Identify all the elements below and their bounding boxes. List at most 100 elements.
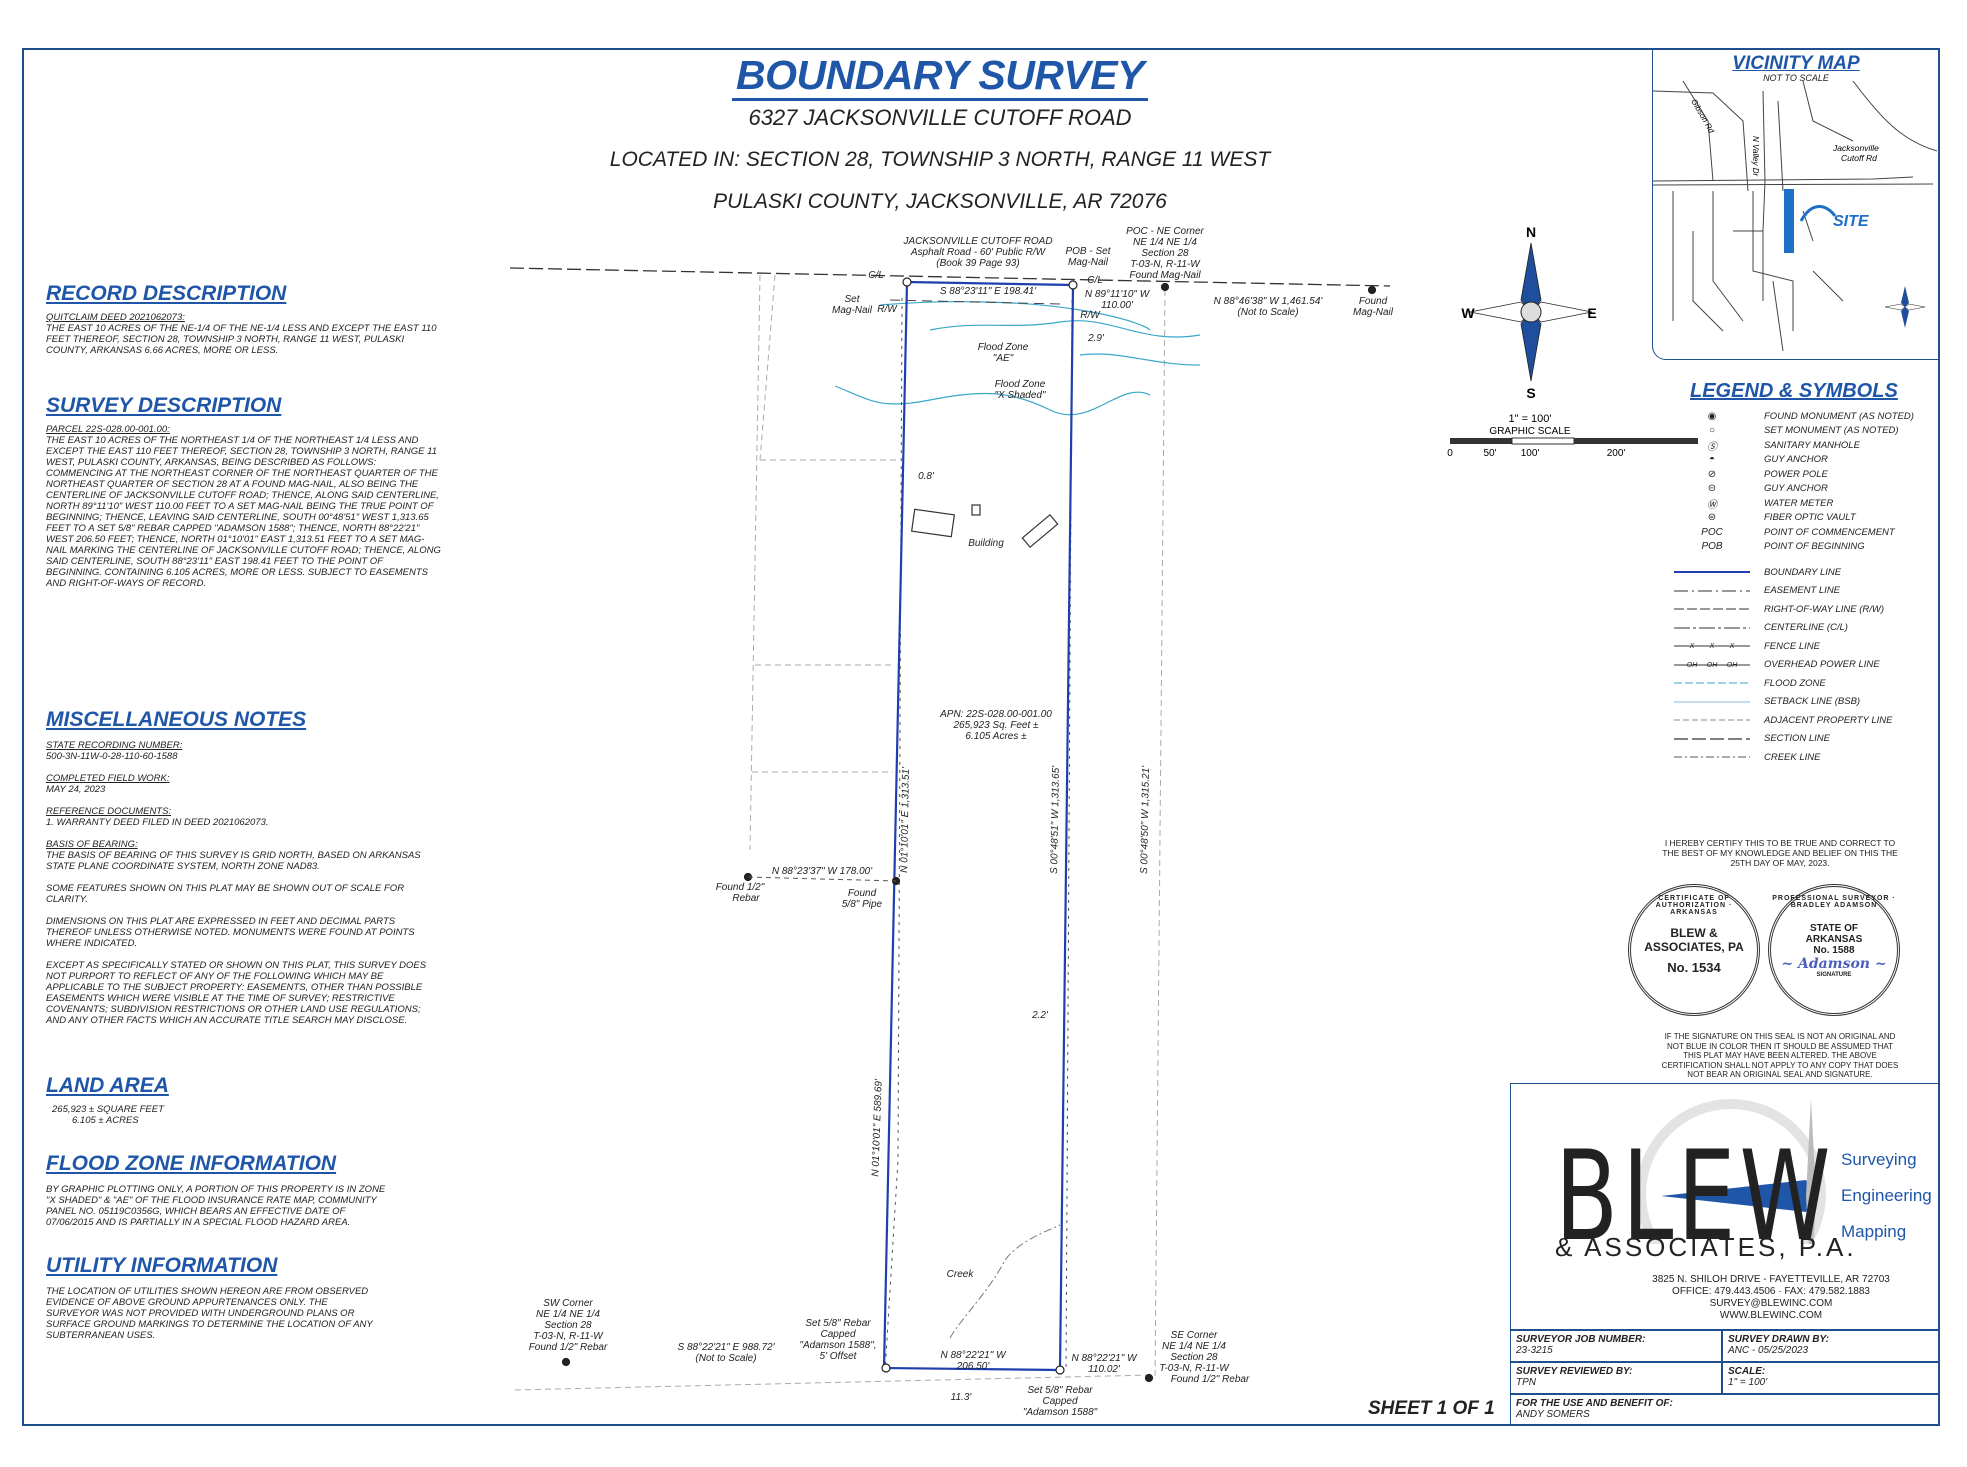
legend-item-label: POINT OF COMMENCEMENT <box>1764 526 1895 538</box>
legend-line-sample <box>1674 701 1750 702</box>
jax-label2: Cutoff Rd <box>1841 153 1877 163</box>
vicinity-subtitle: NOT TO SCALE <box>1763 73 1829 83</box>
legend-line-item: xxxFENCE LINE <box>1672 639 1820 653</box>
record-text: THE EAST 10 ACRES OF THE NE-1/4 OF THE N… <box>46 323 437 356</box>
surveyor-seal: PROFESSIONAL SURVEYOR · BRADLEY ADAMSON … <box>1768 884 1900 1016</box>
land-sqft: 265,923 ± SQUARE FEET <box>52 1104 164 1115</box>
legend-line-item: ADJACENT PROPERTY LINE <box>1672 713 1892 727</box>
sw-label1: SW Corner <box>543 1298 593 1309</box>
sheet-number: SHEET 1 OF 1 <box>1368 1398 1495 1419</box>
sw-label5: Found 1/2" Rebar <box>529 1342 608 1353</box>
drawn-by-label: SURVEY DRAWN BY: <box>1728 1334 1829 1345</box>
legend-item: ○SET MONUMENT (AS NOTED) <box>1672 424 1899 438</box>
scale-tick-0: 0 <box>1447 448 1453 459</box>
legend-line-sample <box>1674 756 1750 758</box>
flood-heading: FLOOD ZONE INFORMATION <box>46 1152 337 1175</box>
n88-22-dist: 110.02' <box>1088 1364 1121 1375</box>
bearing-label: BASIS OF BEARING: <box>46 839 138 850</box>
dist-0-8: 0.8' <box>918 471 935 482</box>
legend-line-label: ADJACENT PROPERTY LINE <box>1764 714 1893 726</box>
legend-symbol-icon: Ⓢ <box>1707 441 1717 453</box>
road-book: (Book 39 Page 93) <box>936 258 1019 269</box>
job-number-cell: SURVEYOR JOB NUMBER: 23-3215 <box>1510 1330 1722 1362</box>
scale-ratio: 1" = 100' <box>1508 413 1551 425</box>
seal2-signature-label: SIGNATURE <box>1816 971 1852 978</box>
not-scale-north: (Not to Scale) <box>1237 307 1298 318</box>
poc-label2: NE 1/4 NE 1/4 <box>1133 237 1197 248</box>
road-centerline <box>509 267 1391 287</box>
dist-11-3: 11.3' <box>951 1392 973 1403</box>
legend-line-item: BOUNDARY LINE <box>1672 565 1841 579</box>
poc-label3: Section 28 <box>1141 248 1189 259</box>
legend-line-sample <box>1674 719 1750 721</box>
legend-symbol-icon: ◉ <box>1707 410 1717 422</box>
set-rebar-se-label1: Set 5/8" Rebar <box>1027 1385 1093 1396</box>
poc-label4: T-03-N, R-11-W <box>1130 259 1201 270</box>
page-title: BOUNDARY SURVEY <box>600 52 1280 101</box>
seal2-line1: STATE OF <box>1810 922 1858 934</box>
svg-text:OH: OH <box>1707 662 1718 669</box>
firm-logo: BLEW <box>1555 1124 1835 1269</box>
note-except: EXCEPT AS SPECIFICALLY STATED OR SHOWN O… <box>46 960 427 1026</box>
legend-line-label: CENTERLINE (C/L) <box>1764 622 1848 633</box>
certification-text: I HEREBY CERTIFY THIS TO BE TRUE AND COR… <box>1662 838 1898 868</box>
seal-signature-icon: ~ Adamson ~ <box>1781 955 1887 972</box>
legend-line-label: RIGHT-OF-WAY LINE (R/W) <box>1764 603 1884 615</box>
legend-line-label: SETBACK LINE (BSB) <box>1764 696 1861 707</box>
south-bearing: N 88°22'21" W <box>940 1350 1007 1361</box>
svg-text:x: x <box>1689 643 1695 650</box>
north-bearing: S 88°23'11" E 198.41' <box>940 286 1037 297</box>
legend-item-label: GUY ANCHOR <box>1764 454 1828 465</box>
compass-logo-icon <box>1636 1099 1826 1244</box>
scale-cell: SCALE: 1" = 100' <box>1722 1362 1940 1394</box>
survey-heading: SURVEY DESCRIPTION <box>46 394 282 417</box>
east-label: E <box>1587 305 1596 321</box>
benefit-cell: FOR THE USE AND BENEFIT OF: ANDY SOMERS <box>1510 1394 1940 1426</box>
legend-item-label: SET MONUMENT (AS NOTED) <box>1764 425 1899 436</box>
legend-symbol-icon: POB <box>1701 541 1723 552</box>
legend-item: ◉FOUND MONUMENT (AS NOTED) <box>1672 409 1914 423</box>
field-label: COMPLETED FIELD WORK: <box>46 773 170 784</box>
legend-line-sample <box>1674 571 1750 573</box>
legend-symbol-icon: ◓ <box>1708 454 1716 465</box>
road-name: JACKSONVILLE CUTOFF ROAD <box>902 236 1052 247</box>
creek-label: Creek <box>947 1269 975 1280</box>
building <box>910 504 1059 549</box>
misc-heading: MISCELLANEOUS NOTES <box>46 708 307 731</box>
site-marker <box>1784 189 1794 253</box>
legend-line-sample <box>1674 608 1750 610</box>
note-dimensions: DIMENSIONS ON THIS PLAT ARE EXPRESSED IN… <box>46 916 415 949</box>
set-mag-label: Set <box>844 294 860 305</box>
legend-line-item: SETBACK LINE (BSB) <box>1672 695 1860 709</box>
location-line: LOCATED IN: SECTION 28, TOWNSHIP 3 NORTH… <box>609 148 1271 171</box>
far-east-bearing: S 00°48'50" W 1,315.21' <box>1139 765 1152 874</box>
drawn-by-value: ANC - 05/25/2023 <box>1728 1345 1809 1356</box>
flood-info: FLOOD ZONE INFORMATION BY GRAPHIC PLOTTI… <box>46 1152 386 1228</box>
monuments <box>561 277 1377 1383</box>
gibson-rd-label: Gibson Rd <box>1689 98 1716 136</box>
legend-symbol-icon: ⊜ <box>1707 512 1717 523</box>
valley-dr-label: N Valley Dr <box>1751 136 1760 176</box>
svg-text:x: x <box>1729 643 1735 650</box>
seal2-number: No. 1588 <box>1813 944 1855 956</box>
legend-symbol-icon: ⊝ <box>1707 483 1717 494</box>
legend-item: ◓ GUY ANCHOR <box>1672 453 1828 467</box>
se-label1: SE Corner <box>1171 1330 1218 1341</box>
legend-item: ⊜FIBER OPTIC VAULT <box>1672 511 1856 525</box>
vicinity-north-icon <box>1884 286 1926 328</box>
road-type: Asphalt Road - 60' Public R/W <box>910 247 1047 258</box>
apn-label: APN: 22S-028.00-001.00 <box>939 709 1052 720</box>
drawn-by-cell: SURVEY DRAWN BY: ANC - 05/25/2023 <box>1722 1330 1940 1362</box>
firm-contact: 3825 N. SHILOH DRIVE - FAYETTEVILLE, AR … <box>1591 1274 1951 1322</box>
benefit-label: FOR THE USE AND BENEFIT OF: <box>1516 1398 1673 1409</box>
legend-item-label: WATER METER <box>1764 497 1834 509</box>
legend-line-label: BOUNDARY LINE <box>1764 566 1842 578</box>
survey-text: THE EAST 10 ACRES OF THE NORTHEAST 1/4 O… <box>46 435 441 589</box>
flood-x-label2: "X Shaded" <box>994 390 1045 401</box>
adjacent-property-lines <box>514 274 1166 1391</box>
north-arrow: N S E W <box>1461 224 1596 401</box>
legend-line-label: FLOOD ZONE <box>1764 677 1826 689</box>
